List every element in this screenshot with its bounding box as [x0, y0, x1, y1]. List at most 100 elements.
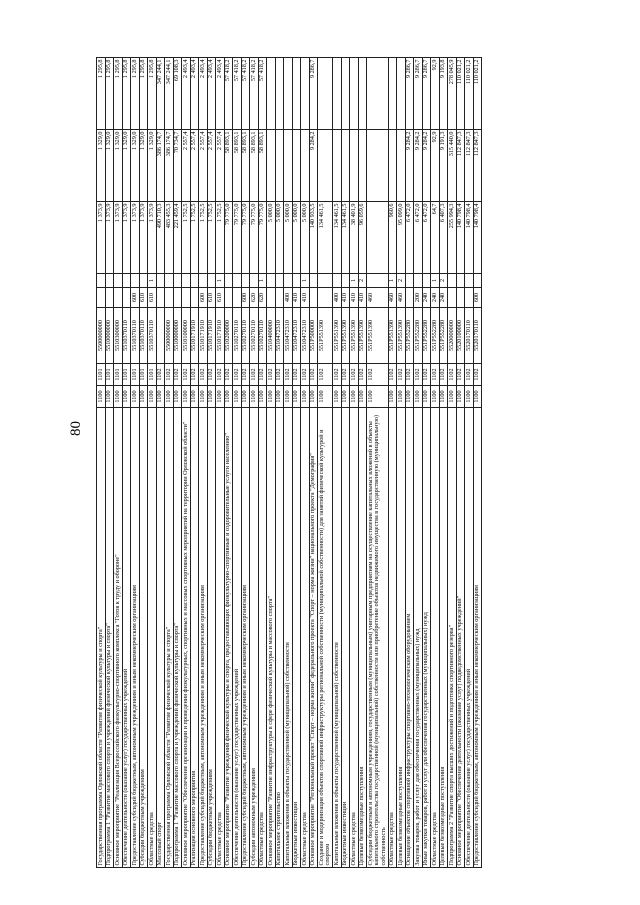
fund-source [156, 273, 165, 288]
row-name: Основное мероприятие "Развитие инфрастру… [266, 407, 275, 868]
amount-year-1: 79 775,0 [249, 201, 258, 274]
table-row: Капитальные вложения в объекты государст… [283, 57, 292, 868]
amount-year-3 [275, 57, 284, 130]
amount-year-1: 1 752,5 [198, 201, 207, 274]
target-article: 5510472310 [275, 307, 284, 364]
target-article: 551P551390 [388, 307, 397, 364]
table-row: Обеспечение деятельности (оказание услуг… [464, 57, 473, 868]
expense-type [447, 287, 456, 308]
expense-type: 600 [241, 287, 250, 308]
amount-year-2 [283, 129, 292, 202]
amount-year-3: 1 295,8 [96, 57, 105, 130]
table-row: Создание и модернизация объектов спортив… [317, 57, 333, 868]
target-article: 5500000000 [96, 307, 105, 364]
amount-year-2: 9 191,3 [439, 129, 448, 202]
amount-year-3 [317, 57, 333, 130]
table-row: Подпрограмма 1 "Развитие массового спорт… [105, 57, 114, 868]
podrazdel: 1102 [317, 363, 333, 386]
fund-source [341, 273, 350, 288]
table-row: Основное мероприятие "Обеспечение деятел… [456, 57, 465, 868]
target-article: 5510300000 [113, 307, 122, 364]
amount-year-2: 1 329,0 [105, 129, 114, 202]
amount-year-2: 112 847,3 [456, 129, 465, 202]
amount-year-3: 57 418,2 [249, 57, 258, 130]
amount-year-2: 386 174,7 [156, 129, 165, 202]
amount-year-3: 1 295,8 [113, 57, 122, 130]
target-article: 5510171910 [215, 307, 224, 364]
podrazdel: 1101 [130, 363, 139, 386]
amount-year-1: 140 798,4 [473, 201, 482, 274]
row-name: Субсидии автономным учреждениям [249, 407, 258, 868]
podrazdel: 1102 [439, 363, 448, 386]
target-article: 5510200000 [224, 307, 233, 364]
razdel: 1100 [388, 385, 397, 408]
amount-year-2: 1 329,0 [122, 129, 131, 202]
fund-source [241, 273, 250, 288]
table-row: Предоставление субсидий бюджетным, автон… [198, 57, 207, 868]
target-article: 551P552280 [413, 307, 422, 364]
podrazdel: 1101 [105, 363, 114, 386]
amount-year-2: 58 893,1 [258, 129, 267, 202]
razdel: 1100 [332, 385, 341, 408]
row-name: Массовый спорт [156, 407, 165, 868]
expense-type: 600 [130, 287, 139, 308]
row-name: Предоставление субсидий бюджетным, автон… [198, 407, 207, 868]
razdel: 1100 [275, 385, 284, 408]
row-name: Областные средства [349, 407, 358, 868]
target-article: 5510370110 [147, 307, 156, 364]
amount-year-1: 5 000,0 [266, 201, 275, 274]
razdel: 1100 [396, 385, 405, 408]
razdel: 1100 [156, 385, 165, 408]
amount-year-3 [341, 57, 350, 130]
budget-table: Государственная программа Орловской обла… [96, 57, 482, 868]
target-article: 5510370110 [139, 307, 148, 364]
fund-source [96, 273, 105, 288]
razdel: 1100 [147, 385, 156, 408]
target-article: 5500000000 [164, 307, 173, 364]
fund-source [139, 273, 148, 288]
fund-source [224, 273, 233, 288]
fund-source [105, 273, 114, 288]
amount-year-2 [358, 129, 367, 202]
row-name: Государственная программа Орловской обла… [164, 407, 173, 868]
razdel: 1100 [190, 385, 199, 408]
row-name: Областные средства [300, 407, 309, 868]
row-name: Подпрограмма 1 "Развитие массового спорт… [105, 407, 114, 868]
amount-year-3: 2 493,4 [207, 57, 216, 130]
podrazdel: 1102 [422, 363, 431, 386]
target-article: 5510000000 [173, 307, 182, 364]
podrazdel: 1102 [215, 363, 224, 386]
expense-type [266, 287, 275, 308]
row-name: Бюджетные инвестиции [341, 407, 350, 868]
amount-year-3: 57 418,2 [258, 57, 267, 130]
podrazdel: 1102 [464, 363, 473, 386]
razdel: 1100 [283, 385, 292, 408]
podrazdel: 1102 [224, 363, 233, 386]
amount-year-1: 1 373,9 [139, 201, 148, 274]
amount-year-3 [349, 57, 358, 130]
razdel: 1100 [430, 385, 439, 408]
target-article: 5520170110 [464, 307, 473, 364]
amount-year-3 [283, 57, 292, 130]
target-article: 551P500000 [309, 307, 318, 364]
amount-year-3 [266, 57, 275, 130]
expense-type [164, 287, 173, 308]
amount-year-1: 1 373,9 [96, 201, 105, 274]
fund-source [249, 273, 258, 288]
amount-year-3 [388, 57, 397, 130]
podrazdel: 1102 [190, 363, 199, 386]
amount-year-1: 79 775,0 [241, 201, 250, 274]
amount-year-1: 38 401,9 [349, 201, 358, 274]
podrazdel: 1102 [405, 363, 414, 386]
target-article: 5510270110 [258, 307, 267, 364]
table-row: Основное мероприятие "Региональный проек… [309, 57, 318, 868]
row-name: Капитальное строительство [275, 407, 284, 868]
table-row: Оснащение объектов спортивной инфраструк… [405, 57, 414, 868]
amount-year-2: 92,9 [430, 129, 439, 202]
amount-year-2: 1 329,0 [96, 129, 105, 202]
amount-year-2 [317, 129, 333, 202]
